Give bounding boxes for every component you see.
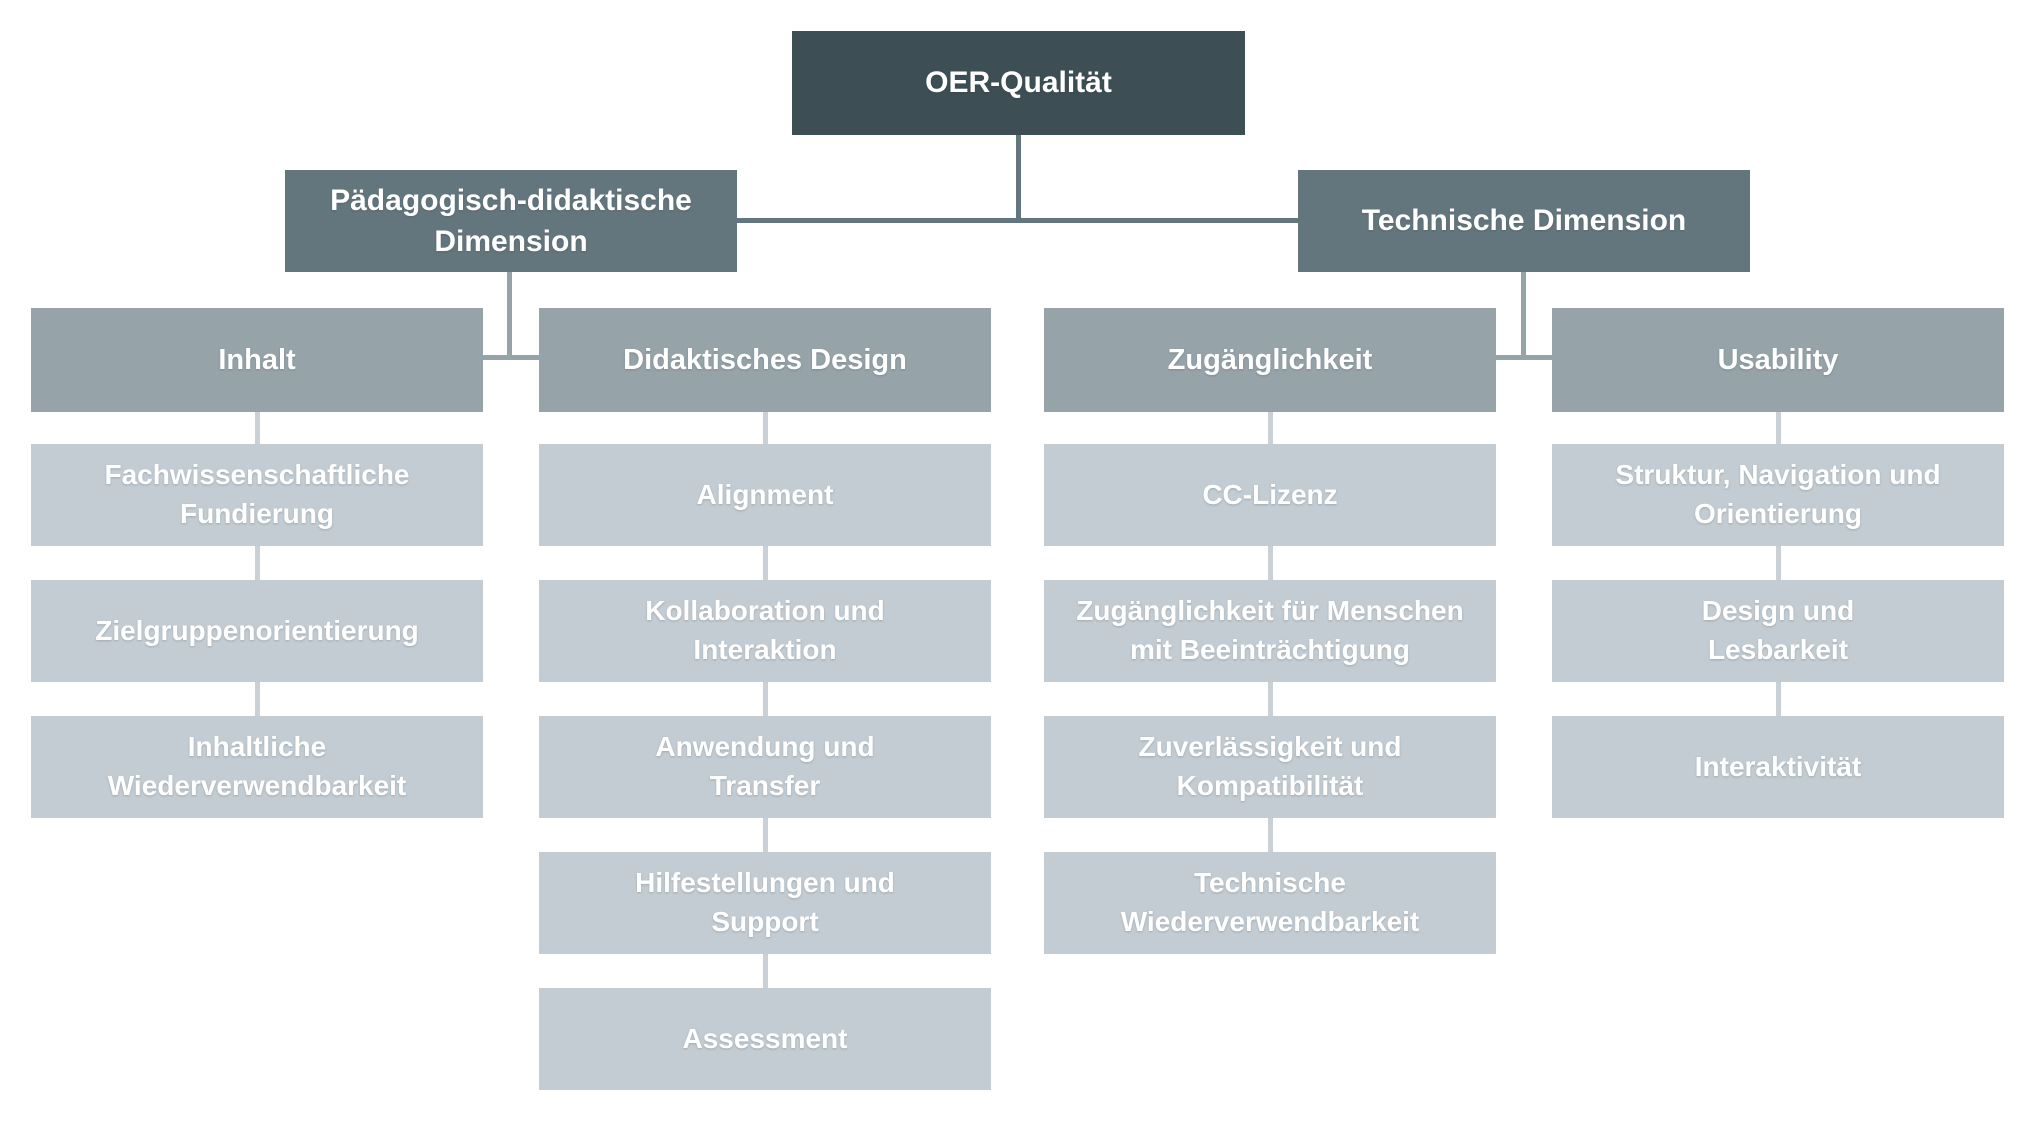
connector-root-horizontal-bar: [737, 218, 1298, 223]
connector-root-vertical: [1016, 135, 1021, 221]
connector-didaktik-item4: [763, 818, 768, 852]
item-box-zuverlaessigkeit-und-kompatibilitaet: Zuverlässigkeit und Kompatibilität: [1044, 716, 1496, 818]
connector-didaktik-item5: [763, 954, 768, 988]
category-label: Usability: [1717, 343, 1839, 376]
item-box-hilfestellungen-und-support: Hilfestellungen und Support: [539, 852, 991, 954]
item-label: Kollaboration und Interaktion: [645, 595, 885, 665]
connector-didaktik-item3: [763, 682, 768, 716]
item-label: Assessment: [682, 1022, 848, 1054]
root-box-oer-qualitaet: OER-Qualität: [792, 31, 1245, 135]
connector-zugaenglichkeit-item3: [1268, 682, 1273, 716]
item-box-zugaenglichkeit-fuer-menschen: Zugänglichkeit für Menschen mit Beeinträ…: [1044, 580, 1496, 682]
item-label: CC-Lizenz: [1202, 478, 1338, 510]
connector-zugaenglichkeit-item1: [1268, 412, 1273, 444]
item-label: Zugänglichkeit für Menschen mit Beeinträ…: [1076, 595, 1464, 665]
item-box-interaktivitaet: Interaktivität: [1552, 716, 2004, 818]
item-label: Zuverlässigkeit und Kompatibilität: [1138, 731, 1402, 801]
item-label: Interaktivität: [1694, 750, 1862, 782]
item-label: Struktur, Navigation und Orientierung: [1615, 459, 1941, 529]
item-box-anwendung-und-transfer: Anwendung und Transfer: [539, 716, 991, 818]
item-box-zielgruppenorientierung: Zielgruppenorientierung: [31, 580, 483, 682]
category-box-didaktisches-design: Didaktisches Design: [539, 308, 991, 412]
category-label: Zugänglichkeit: [1167, 343, 1373, 376]
category-box-inhalt: Inhalt: [31, 308, 483, 412]
category-label: Didaktisches Design: [623, 343, 907, 376]
dimension-label: Pädagogisch-didaktische Dimension: [330, 183, 692, 258]
item-box-design-und-lesbarkeit: Design und Lesbarkeit: [1552, 580, 2004, 682]
connector-technische-horizontal-bar: [1496, 355, 1552, 360]
connector-didaktik-item2: [763, 546, 768, 580]
category-box-usability: Usability: [1552, 308, 2004, 412]
connector-usability-item3: [1776, 682, 1781, 716]
item-box-kollaboration-und-interaktion: Kollaboration und Interaktion: [539, 580, 991, 682]
item-label: Hilfestellungen und Support: [635, 867, 895, 937]
item-label: Technische Wiederverwendbarkeit: [1120, 867, 1420, 937]
category-box-zugaenglichkeit: Zugänglichkeit: [1044, 308, 1496, 412]
dimension-box-technisch: Technische Dimension: [1298, 170, 1750, 272]
connector-inhalt-item3: [255, 682, 260, 716]
connector-zugaenglichkeit-item4: [1268, 818, 1273, 852]
item-box-fachwissenschaftliche-fundierung: Fachwissenschaftliche Fundierung: [31, 444, 483, 546]
item-box-inhaltliche-wiederverwendbarkeit: Inhaltliche Wiederverwendbarkeit: [31, 716, 483, 818]
item-box-struktur-navigation-orientierung: Struktur, Navigation und Orientierung: [1552, 444, 2004, 546]
item-label: Alignment: [696, 478, 834, 510]
item-label: Zielgruppenorientierung: [95, 614, 419, 646]
category-label: Inhalt: [218, 343, 296, 376]
connector-inhalt-item2: [255, 546, 260, 580]
item-box-cc-lizenz: CC-Lizenz: [1044, 444, 1496, 546]
connector-usability-item2: [1776, 546, 1781, 580]
connector-zugaenglichkeit-item2: [1268, 546, 1273, 580]
item-box-assessment: Assessment: [539, 988, 991, 1090]
dimension-label: Technische Dimension: [1361, 204, 1687, 238]
dimension-box-paedagogisch-didaktisch: Pädagogisch-didaktische Dimension: [285, 170, 737, 272]
root-label: OER-Qualität: [925, 66, 1112, 100]
connector-usability-item1: [1776, 412, 1781, 444]
connector-inhalt-item1: [255, 412, 260, 444]
connector-technische-vertical: [1521, 272, 1526, 358]
item-label: Fachwissenschaftliche Fundierung: [104, 459, 410, 529]
item-label: Inhaltliche Wiederverwendbarkeit: [107, 731, 407, 801]
connector-paedagogisch-horizontal-bar: [483, 355, 539, 360]
item-box-alignment: Alignment: [539, 444, 991, 546]
item-label: Anwendung und Transfer: [655, 731, 875, 801]
connector-didaktik-item1: [763, 412, 768, 444]
connector-paedagogisch-vertical: [507, 272, 512, 358]
item-box-technische-wiederverwendbarkeit: Technische Wiederverwendbarkeit: [1044, 852, 1496, 954]
item-label: Design und Lesbarkeit: [1701, 595, 1855, 665]
